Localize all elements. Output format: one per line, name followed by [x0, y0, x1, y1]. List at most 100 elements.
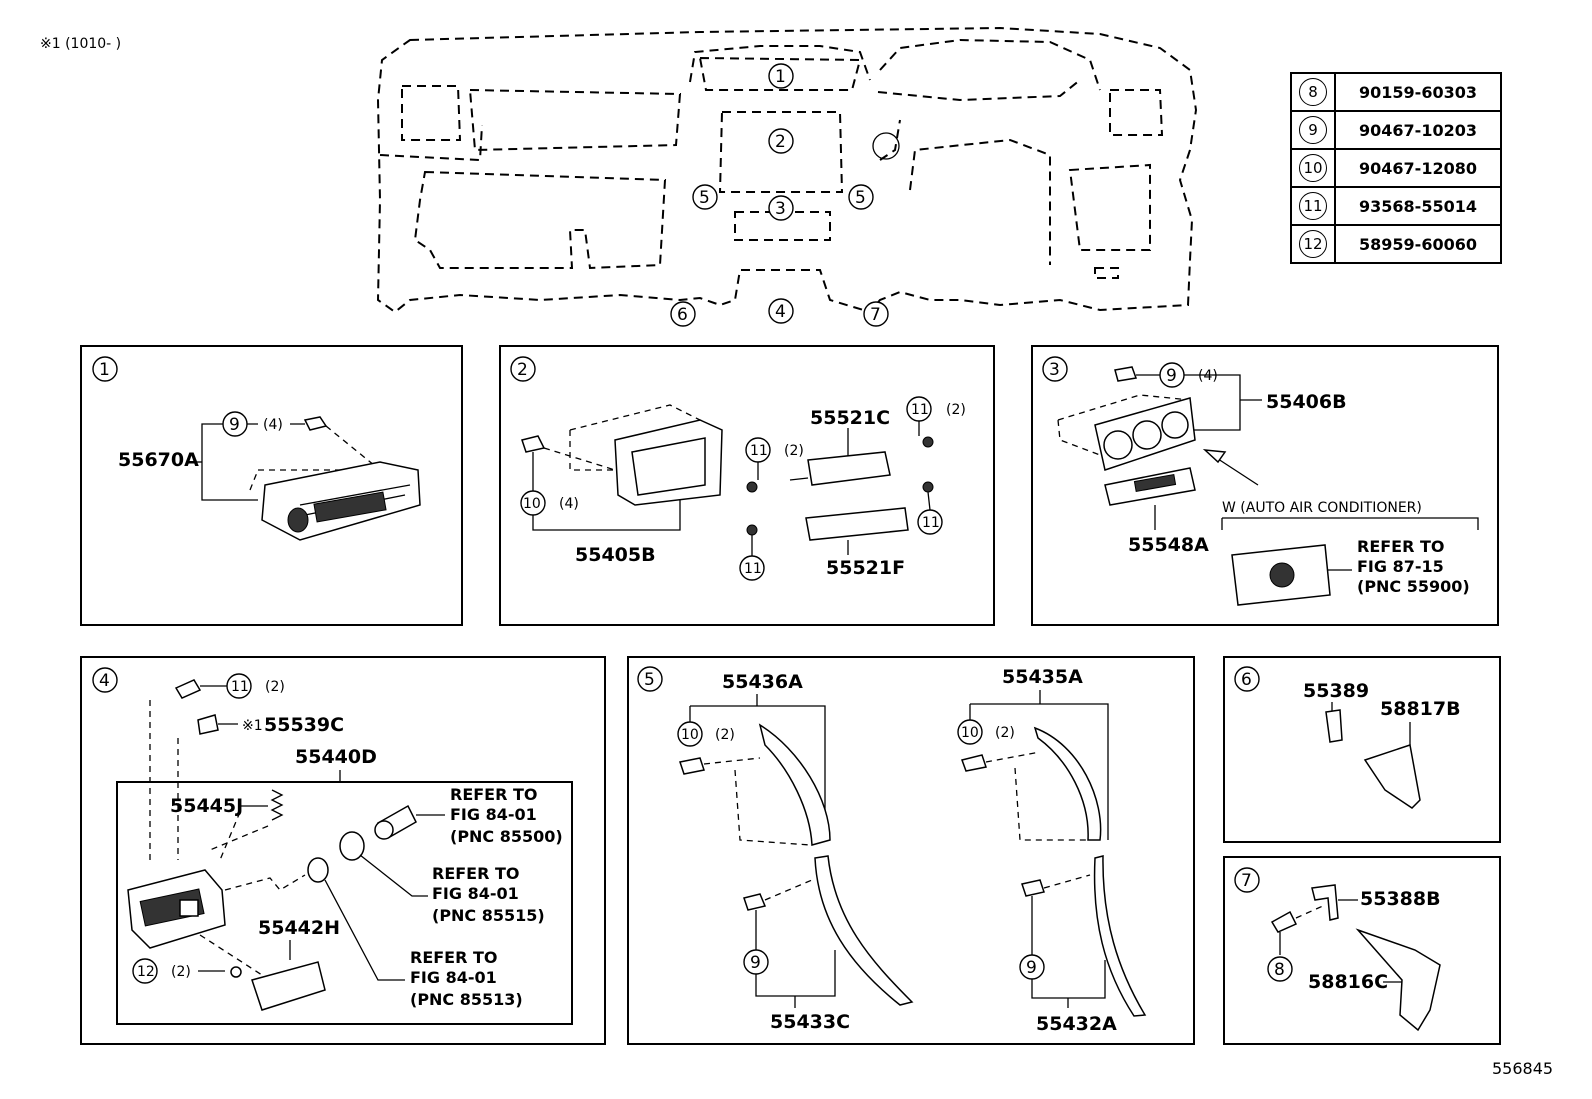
table-part-no: 93568-55014 — [1334, 186, 1502, 226]
table-row: 11 93568-55014 — [1290, 186, 1502, 226]
svg-text:7: 7 — [1241, 871, 1252, 891]
refer-line: REFER TO — [410, 948, 498, 967]
fastener-callout-11b: 11 — [906, 396, 932, 422]
fastener-qty: (2) — [265, 679, 285, 695]
pillar-trim-lower-right — [1093, 855, 1147, 1017]
part-label: 55521C — [810, 407, 890, 429]
switch-upper — [789, 451, 891, 486]
part-label: 55405B — [575, 544, 656, 566]
dashboard-overview — [376, 26, 1198, 314]
svg-text:5: 5 — [855, 188, 866, 208]
panel-number: 3 — [1042, 356, 1068, 382]
overview-callouts: 1 2 3 4 5 5 6 7 — [670, 63, 889, 327]
fastener-callout: 9 — [222, 411, 248, 437]
fastener-qty: (2) — [715, 727, 735, 743]
callout-4: 4 — [768, 298, 794, 324]
refer-line: REFER TO — [432, 864, 520, 883]
table-row: 10 90467-12080 — [1290, 148, 1502, 188]
document-id: 556845 — [1492, 1059, 1554, 1078]
svg-text:8: 8 — [1274, 960, 1285, 980]
table-ref: 12 — [1299, 230, 1327, 258]
refer-line: (PNC 85513) — [410, 990, 523, 1009]
panel-number: 4 — [92, 667, 118, 693]
refer-line: (PNC 85515) — [432, 906, 545, 925]
fastener-callout-11: 11 — [226, 673, 252, 699]
part-label: 55445J — [170, 795, 243, 817]
callout-3: 3 — [768, 195, 794, 221]
refer-line: REFER TO — [1357, 537, 1445, 556]
part-label: 55521F — [826, 557, 905, 579]
svg-text:4: 4 — [775, 302, 786, 322]
svg-text:11: 11 — [231, 679, 249, 695]
svg-text:10: 10 — [523, 496, 541, 512]
panel-number: 6 — [1234, 666, 1260, 692]
part-label: 55389 — [1303, 680, 1369, 702]
part-label: 55435A — [1002, 666, 1083, 688]
callout-5-left: 5 — [692, 184, 718, 210]
part-label: 55539C — [264, 714, 344, 736]
callout-7: 7 — [863, 301, 889, 327]
part-label: 55436A — [722, 671, 803, 693]
fastener-qty: (2) — [784, 443, 804, 459]
table-ref: 11 — [1299, 192, 1327, 220]
table-row: 9 90467-10203 — [1290, 110, 1502, 150]
part-label: 55406B — [1266, 391, 1347, 413]
svg-text:11: 11 — [750, 443, 768, 459]
svg-text:2: 2 — [775, 132, 786, 152]
svg-text:10: 10 — [961, 725, 979, 741]
callout-5-right: 5 — [848, 184, 874, 210]
refer-line: (PNC 85500) — [450, 827, 563, 846]
part-label: 58817B — [1380, 698, 1461, 720]
table-ref: 10 — [1299, 154, 1327, 182]
fastener-qty: (4) — [559, 496, 579, 512]
refer-line: FIG 84-01 — [432, 884, 519, 903]
svg-text:7: 7 — [870, 305, 881, 325]
variant-label: W (AUTO AIR CONDITIONER) — [1222, 500, 1422, 516]
part-label: 55442H — [258, 917, 340, 939]
panel-number: 7 — [1234, 867, 1260, 893]
panel-number: 1 — [92, 356, 118, 382]
fastener-callout-12: 12 — [132, 958, 158, 984]
fastener-qty: (2) — [946, 402, 966, 418]
fastener-qty: (4) — [1198, 368, 1218, 384]
table-part-no: 90467-12080 — [1334, 148, 1502, 188]
svg-text:11: 11 — [911, 402, 929, 418]
svg-text:6: 6 — [677, 305, 688, 325]
audio-bezel-part — [614, 419, 723, 506]
panel-1: 1 9 (4) 55670A — [80, 345, 463, 626]
svg-text:11: 11 — [744, 561, 762, 577]
part-label: 55548A — [1128, 534, 1209, 556]
callout-6: 6 — [670, 301, 696, 327]
svg-text:1: 1 — [99, 360, 110, 380]
refer-line: FIG 84-01 — [450, 805, 537, 824]
refer-line: FIG 84-01 — [410, 968, 497, 987]
panel-number: 2 — [510, 356, 536, 382]
storage-lid-part — [251, 961, 326, 1011]
svg-text:3: 3 — [1049, 360, 1060, 380]
table-part-no: 90467-10203 — [1334, 110, 1502, 150]
svg-text:5: 5 — [644, 670, 655, 690]
table-row: 8 90159-60303 — [1290, 72, 1502, 112]
table-part-no: 58959-60060 — [1334, 224, 1502, 264]
fastener-part-table: 8 90159-60303 9 90467-10203 10 90467-120… — [1290, 72, 1502, 264]
ac-panel-part — [1104, 467, 1196, 506]
svg-text:9: 9 — [229, 415, 240, 435]
panel-number: 5 — [637, 666, 663, 692]
callout-2: 2 — [768, 128, 794, 154]
socket-parts — [307, 804, 417, 883]
fastener-callout-10a: 10 — [677, 721, 703, 747]
fastener-callout-8: 8 — [1267, 956, 1293, 982]
fastener-callout: 9 — [1159, 362, 1185, 388]
fastener-qty: (2) — [171, 964, 191, 980]
table-ref: 8 — [1299, 78, 1327, 106]
svg-text:4: 4 — [99, 671, 110, 691]
fastener-qty: (2) — [995, 725, 1015, 741]
svg-text:6: 6 — [1241, 670, 1252, 690]
svg-text:3: 3 — [775, 199, 786, 219]
pillar-trim-upper-left — [758, 723, 831, 846]
part-label: 55670A — [118, 449, 199, 471]
table-part-no: 90159-60303 — [1334, 72, 1502, 112]
side-panel-part — [1355, 928, 1441, 1032]
part-label: 55388B — [1360, 888, 1441, 910]
